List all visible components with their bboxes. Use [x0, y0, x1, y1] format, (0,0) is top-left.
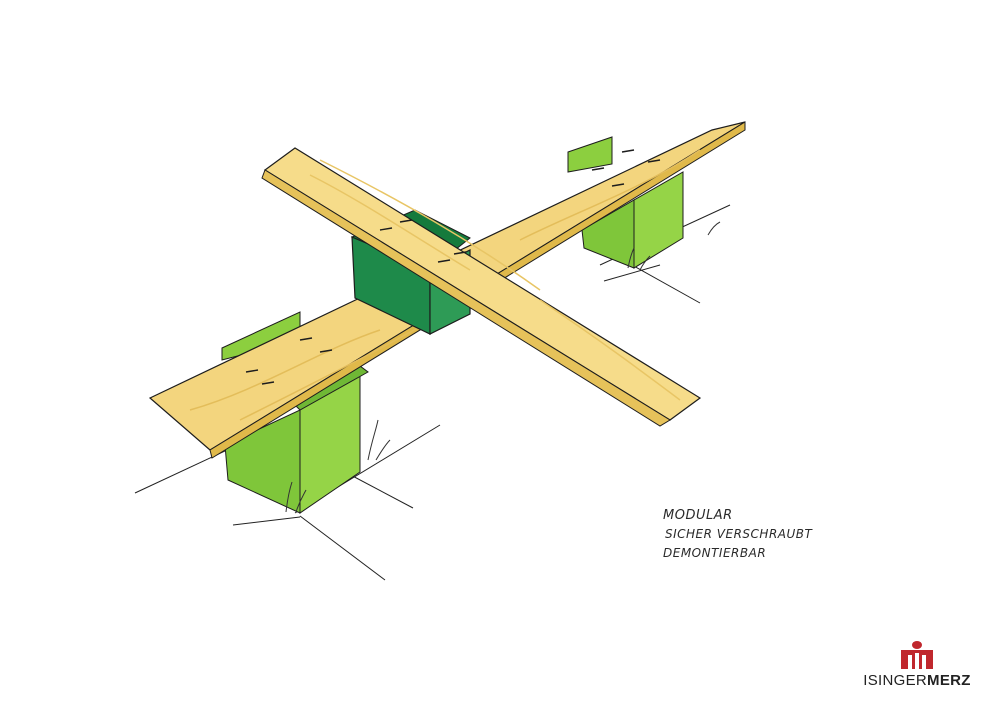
screw-marks — [245, 149, 661, 385]
support-left-front — [224, 365, 369, 514]
note-modular: Modular — [663, 508, 733, 523]
plank-crossing — [261, 147, 702, 427]
note-demountable: demontierbar — [663, 546, 767, 560]
brand-name-part1: ISINGER — [863, 672, 928, 689]
isingermerz-logo-icon — [901, 641, 933, 669]
annotation-notes: Modular sicher Verschraubt demontierbar — [663, 506, 812, 563]
brand-name: ISINGERMERZ — [852, 672, 982, 689]
note-screwed: sicher Verschraubt — [665, 527, 813, 541]
brand-logo: ISINGERMERZ — [852, 641, 982, 691]
support-right-back — [567, 136, 613, 173]
support-right-front — [581, 171, 684, 269]
brand-name-part2: MERZ — [927, 672, 971, 689]
grass-tufts — [285, 221, 721, 513]
